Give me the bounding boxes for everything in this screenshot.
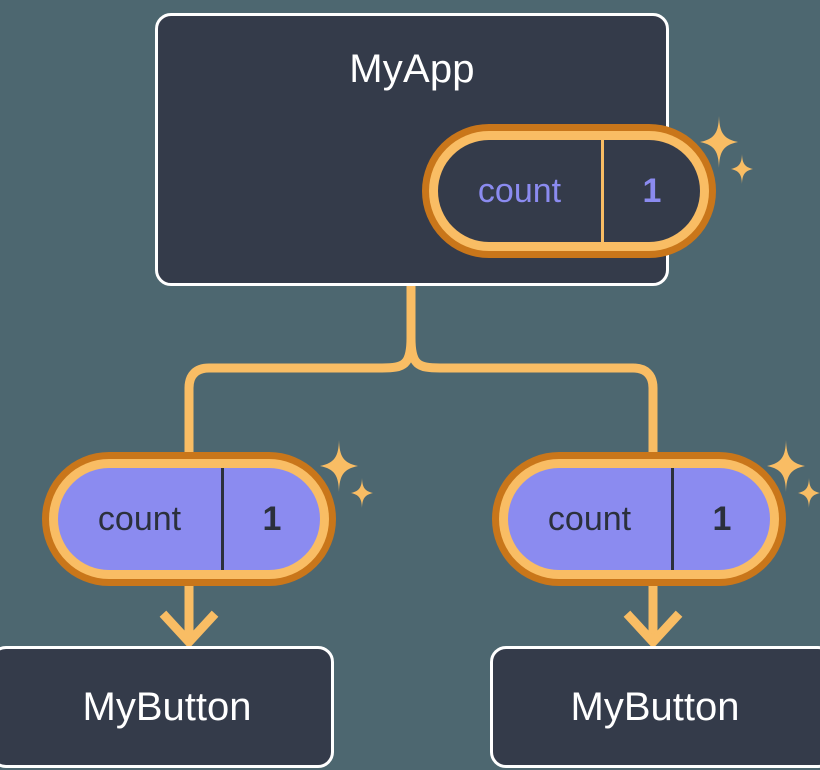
pill-body: count 1 (508, 468, 770, 570)
component-node-myapp[interactable]: MyApp count 1 (155, 13, 753, 286)
component-label: MyButton (82, 684, 252, 729)
state-pill-child-left[interactable]: count 1 (42, 452, 336, 586)
pill-ring: count 1 (429, 131, 709, 251)
arrow-down-icon-right (623, 610, 683, 649)
state-pill-root[interactable]: count 1 (422, 124, 716, 258)
branch-left (184, 337, 416, 452)
state-key: count (508, 468, 674, 570)
pill-body: count 1 (438, 140, 700, 242)
page-title: MyApp (349, 47, 475, 91)
state-value: 1 (712, 499, 732, 538)
arrow-down-icon-left (159, 610, 219, 649)
pill-ring: count 1 (499, 459, 779, 579)
state-key: count (438, 140, 604, 242)
component-node-mybutton-left[interactable]: MyButton (0, 646, 334, 768)
state-pill-child-right[interactable]: count 1 (492, 452, 786, 586)
state-value: 1 (262, 499, 282, 538)
state-value: 1 (642, 171, 662, 210)
component-node-mybutton-right[interactable]: MyButton (490, 646, 820, 768)
component-label: MyButton (570, 684, 740, 729)
pill-ring: count 1 (49, 459, 329, 579)
pill-body: count 1 (58, 468, 320, 570)
state-key: count (58, 468, 224, 570)
branch-right (406, 337, 658, 452)
